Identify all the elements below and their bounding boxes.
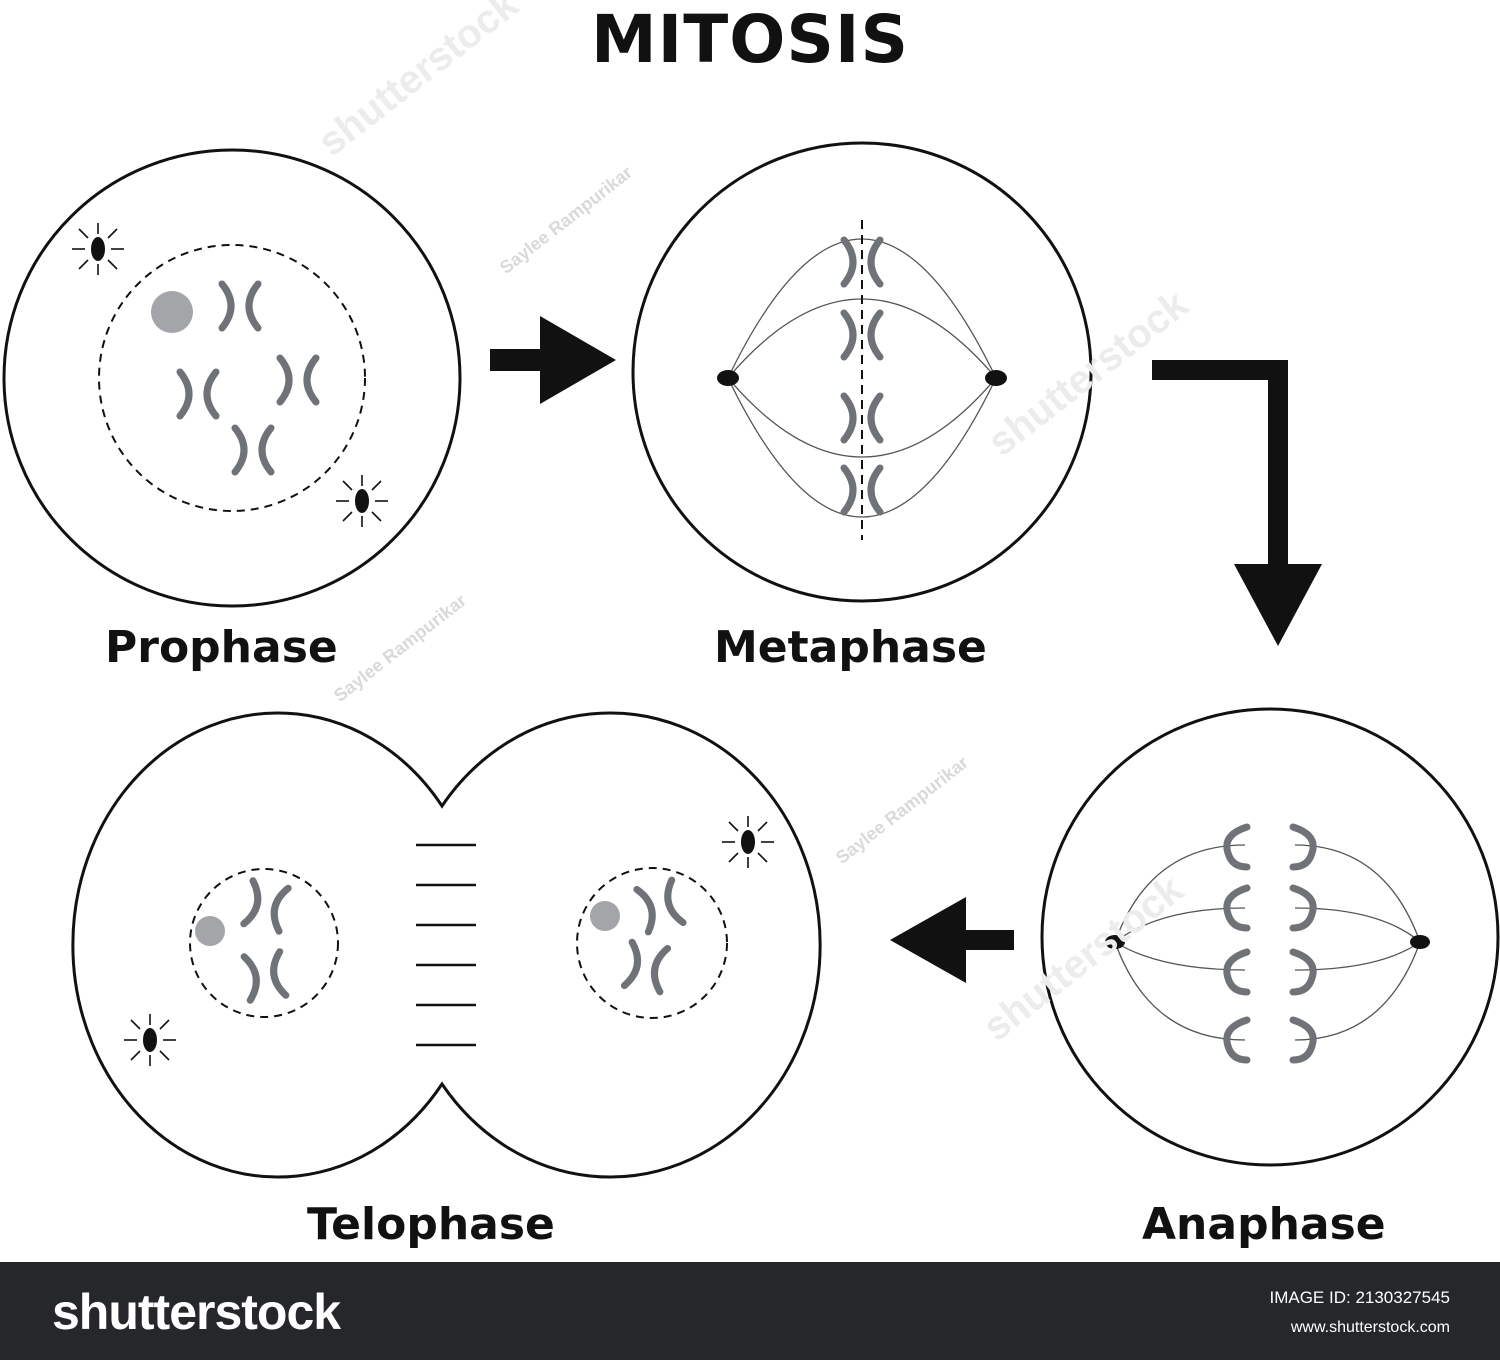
label-anaphase: Anaphase xyxy=(1142,1199,1386,1250)
arrow-icon xyxy=(1152,360,1322,646)
arrow-icon xyxy=(490,316,616,404)
footer-url[interactable]: www.shutterstock.com xyxy=(1290,1319,1450,1336)
centrosome-icon xyxy=(71,222,125,276)
telophase-cell xyxy=(71,711,822,1179)
centrosome-icon xyxy=(1410,935,1430,949)
centrosome-icon xyxy=(123,1013,177,1067)
footer-logo[interactable]: shutterstock xyxy=(52,1284,341,1340)
label-telophase: Telophase xyxy=(307,1199,555,1250)
centrosome-icon xyxy=(717,370,739,386)
centrosome-icon xyxy=(1105,935,1125,949)
diagram-title: MITOSIS xyxy=(591,1,909,78)
diagram-canvas xyxy=(2,141,1500,1179)
label-prophase: Prophase xyxy=(105,622,338,673)
centrosome-icon xyxy=(335,474,389,528)
prophase-nucleolus xyxy=(151,291,193,333)
label-metaphase: Metaphase xyxy=(714,622,987,673)
telophase-nuclear-envelope xyxy=(576,867,728,1019)
stock-footer: shutterstock IMAGE ID: 2130327545 www.sh… xyxy=(0,1262,1500,1360)
telophase-nucleolus xyxy=(590,901,620,931)
telophase-nucleolus xyxy=(195,916,225,946)
footer-image-id: IMAGE ID: 2130327545 xyxy=(1269,1288,1450,1307)
telophase-cleavage-furrow xyxy=(416,843,476,1047)
centrosome-icon xyxy=(985,370,1007,386)
centrosome-icon xyxy=(721,815,775,869)
anaphase-cell-membrane xyxy=(1040,707,1500,1167)
arrow-icon xyxy=(890,897,1014,983)
telophase-nuclear-envelope xyxy=(189,868,339,1018)
telophase-cell-membrane xyxy=(71,711,822,1179)
metaphase-cell xyxy=(631,141,1093,603)
prophase-cell-membrane xyxy=(2,148,462,608)
anaphase-cell xyxy=(1040,707,1500,1167)
prophase-cell xyxy=(2,148,462,608)
prophase-nuclear-envelope xyxy=(98,244,366,512)
